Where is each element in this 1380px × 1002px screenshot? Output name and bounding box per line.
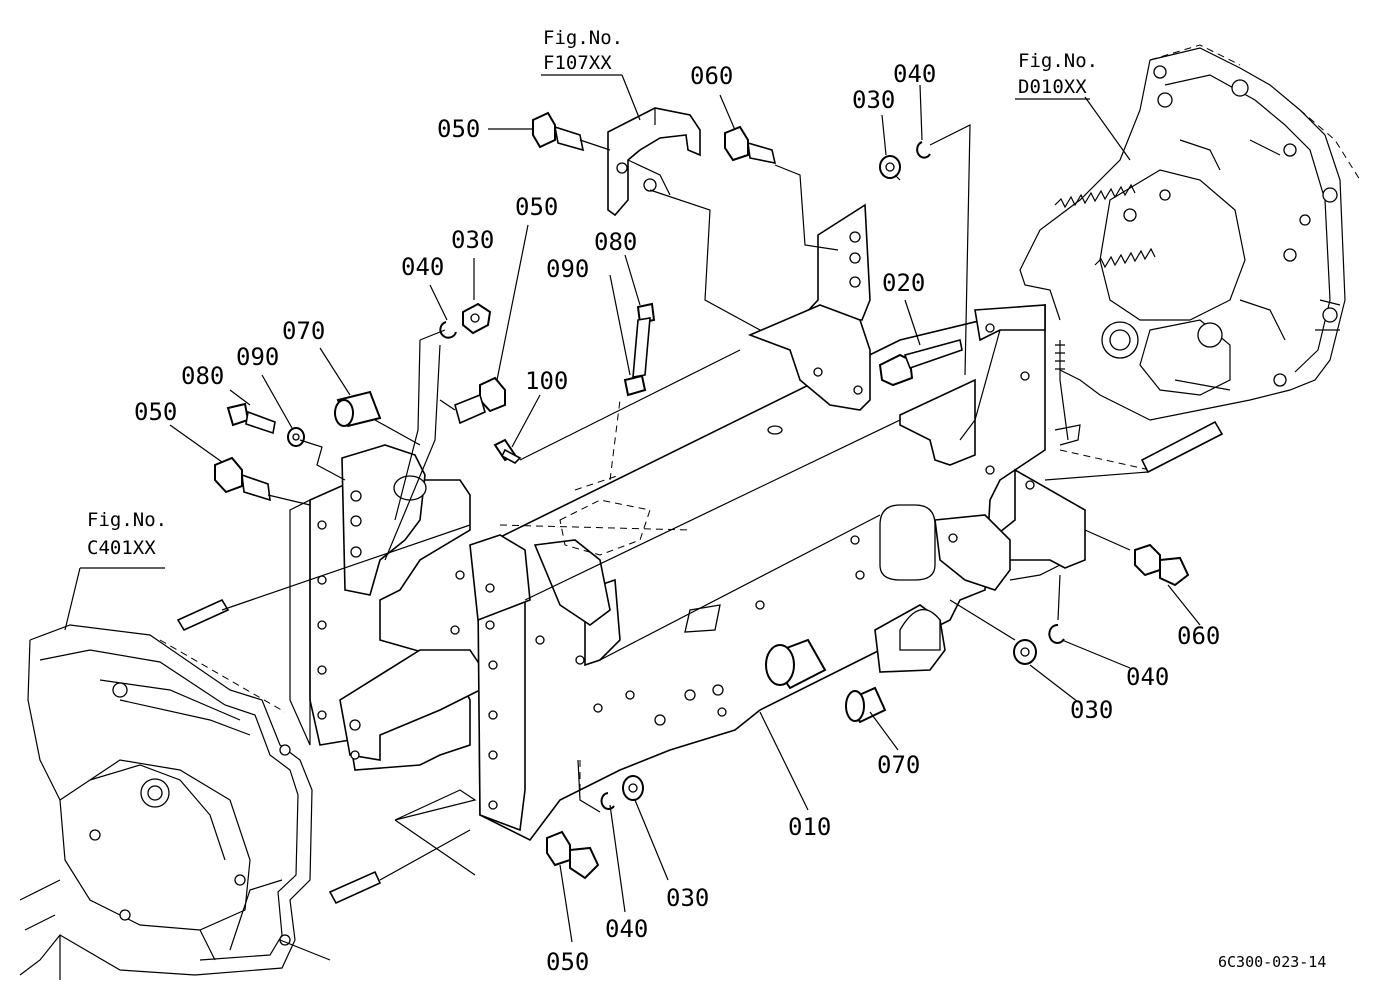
fasteners — [176, 111, 1224, 905]
part-label-090[interactable]: 090 — [546, 255, 589, 283]
main-frame — [289, 203, 1086, 842]
part-label-060[interactable]: 060 — [1177, 622, 1220, 650]
right-transmission-case — [1019, 44, 1361, 471]
part-label-070[interactable]: 070 — [877, 751, 920, 779]
leader-lines — [64, 74, 1201, 961]
figure-ref-c401xx[interactable]: Fig.No. C401XX — [87, 509, 167, 559]
figure-ref-caption: Fig.No. — [1018, 50, 1098, 72]
figure-ref-d010xx[interactable]: Fig.No. D010XX — [1015, 50, 1098, 100]
part-label-010[interactable]: 010 — [788, 813, 831, 841]
part-label-080[interactable]: 080 — [181, 362, 224, 390]
part-label-100[interactable]: 100 — [525, 367, 568, 395]
figure-ref-code: D010XX — [1018, 76, 1087, 98]
part-label-050[interactable]: 050 — [546, 948, 589, 976]
part-label-040[interactable]: 040 — [893, 60, 936, 88]
figure-ref-caption: Fig.No. — [543, 27, 623, 49]
part-label-050[interactable]: 050 — [515, 193, 558, 221]
part-label-090[interactable]: 090 — [236, 343, 279, 371]
part-label-040[interactable]: 040 — [605, 915, 648, 943]
drawing-number: 6C300-023-14 — [1218, 953, 1326, 971]
figure-ref-caption: Fig.No. — [87, 509, 167, 531]
left-transmission-housing — [19, 624, 313, 980]
part-label-030[interactable]: 030 — [852, 86, 895, 114]
front-bracket-part — [607, 107, 701, 217]
part-label-020[interactable]: 020 — [882, 269, 925, 297]
figure-ref-code: C401XX — [87, 537, 156, 559]
part-label-030[interactable]: 030 — [451, 226, 494, 254]
part-label-030[interactable]: 030 — [666, 884, 709, 912]
figure-ref-f107xx[interactable]: Fig.No. F107XX — [541, 27, 623, 76]
part-label-060[interactable]: 060 — [690, 62, 733, 90]
part-label-050[interactable]: 050 — [437, 115, 480, 143]
figure-ref-code: F107XX — [543, 52, 612, 74]
part-labels: 050 060 030 040 050 080 090 020 030 040 … — [134, 60, 1220, 976]
part-label-040[interactable]: 040 — [1126, 663, 1169, 691]
part-label-040[interactable]: 040 — [401, 253, 444, 281]
part-label-080[interactable]: 080 — [594, 228, 637, 256]
part-label-030[interactable]: 030 — [1070, 696, 1113, 724]
part-label-050[interactable]: 050 — [134, 398, 177, 426]
part-label-070[interactable]: 070 — [282, 317, 325, 345]
